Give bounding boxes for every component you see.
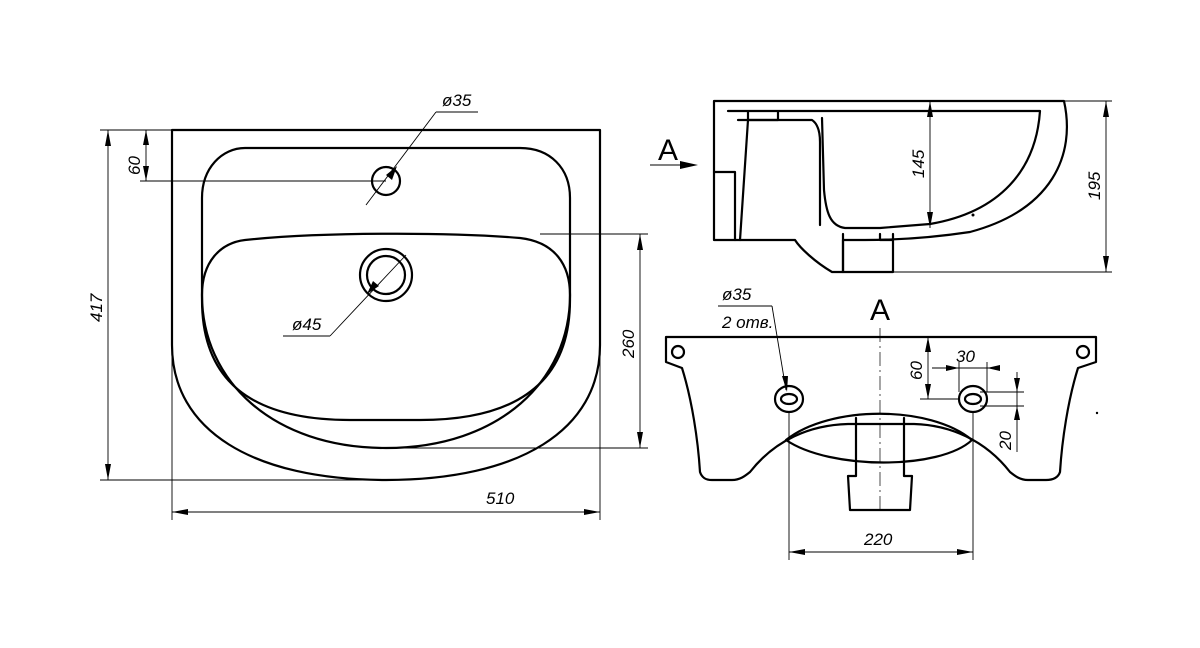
arrowhead — [680, 161, 698, 169]
hole-offset-dim-label: 60 — [125, 156, 144, 175]
arrowhead — [987, 365, 1000, 371]
mount-hole-count-label: 2 отв. — [721, 313, 773, 332]
bowl-height-dim-label: 145 — [909, 149, 928, 178]
arrowhead — [946, 365, 959, 371]
mount-hole-right-outer — [957, 384, 989, 414]
drain-dim-label: ø45 — [292, 315, 322, 334]
mount-hole-small-left — [670, 344, 686, 360]
arrowhead — [1103, 101, 1109, 117]
arrowhead — [927, 212, 933, 228]
arrowhead — [637, 432, 643, 448]
rear-body-outline — [664, 335, 1098, 482]
arrowhead — [386, 166, 397, 180]
hole-vertical-dim-label: 20 — [996, 431, 1015, 451]
arrowhead — [584, 509, 600, 515]
rear-detail-dot — [1095, 411, 1099, 415]
side-body-outline — [712, 99, 1068, 274]
drain-outer-circle — [358, 247, 414, 303]
arrowhead — [1014, 406, 1020, 420]
hole-width-dim-label: 30 — [956, 347, 975, 366]
arrowhead — [143, 166, 149, 181]
rear-bowl-curve — [784, 412, 974, 464]
total-height-dim-label: 195 — [1085, 171, 1104, 200]
bowl-depth-dim-label: 260 — [619, 329, 638, 359]
basin-rim-inner-outline — [200, 146, 572, 422]
arrowhead — [925, 337, 931, 352]
arrowhead — [367, 281, 379, 294]
side-bowl-inner-outline — [726, 109, 1042, 230]
arrowhead — [143, 130, 149, 145]
arrowhead — [105, 130, 111, 146]
tap-hole-leader-line — [365, 111, 437, 206]
bowl-outline — [200, 232, 572, 450]
mount-hole-right-inner — [963, 392, 983, 406]
arrowhead — [789, 549, 805, 555]
side-tap-block — [738, 110, 780, 242]
tap-hole-dim-label: ø35 — [442, 91, 472, 110]
basin-outer-outline — [170, 128, 602, 482]
top-view: 510 417 60 260 ø35 ø45 — [87, 91, 648, 520]
view-arrow-label: A — [658, 134, 678, 167]
rear-view-label: A — [870, 294, 890, 327]
arrowhead — [1103, 256, 1109, 272]
rear-view: A ø35 2 отв. 60 30 — [664, 285, 1099, 560]
hole-spacing-dim-label: 220 — [863, 530, 893, 549]
depth-dim-label: 417 — [87, 293, 106, 322]
arrowhead — [1014, 378, 1020, 392]
width-dim-label: 510 — [486, 489, 515, 508]
arrowhead — [782, 376, 788, 392]
mount-hole-dim-label: ø35 — [722, 285, 752, 304]
mount-hole-small-right — [1075, 344, 1091, 360]
arrowhead — [957, 549, 973, 555]
arrowhead — [925, 384, 931, 399]
side-detail-dot — [971, 213, 975, 217]
hole-height-dim-label: 60 — [907, 361, 926, 380]
rear-drain — [846, 416, 914, 512]
side-left-step — [712, 170, 737, 242]
side-view: A 145 195 — [650, 99, 1112, 274]
mount-hole-left-outer — [773, 384, 805, 414]
arrowhead — [105, 464, 111, 480]
arrowhead — [637, 234, 643, 250]
drain-inner-circle — [365, 254, 407, 296]
drain-leader-line — [329, 254, 407, 337]
mount-hole-left-inner — [779, 392, 799, 406]
side-drain-neck — [841, 232, 895, 274]
side-back-wall — [736, 118, 822, 227]
arrowhead — [172, 509, 188, 515]
arrowhead — [927, 101, 933, 117]
